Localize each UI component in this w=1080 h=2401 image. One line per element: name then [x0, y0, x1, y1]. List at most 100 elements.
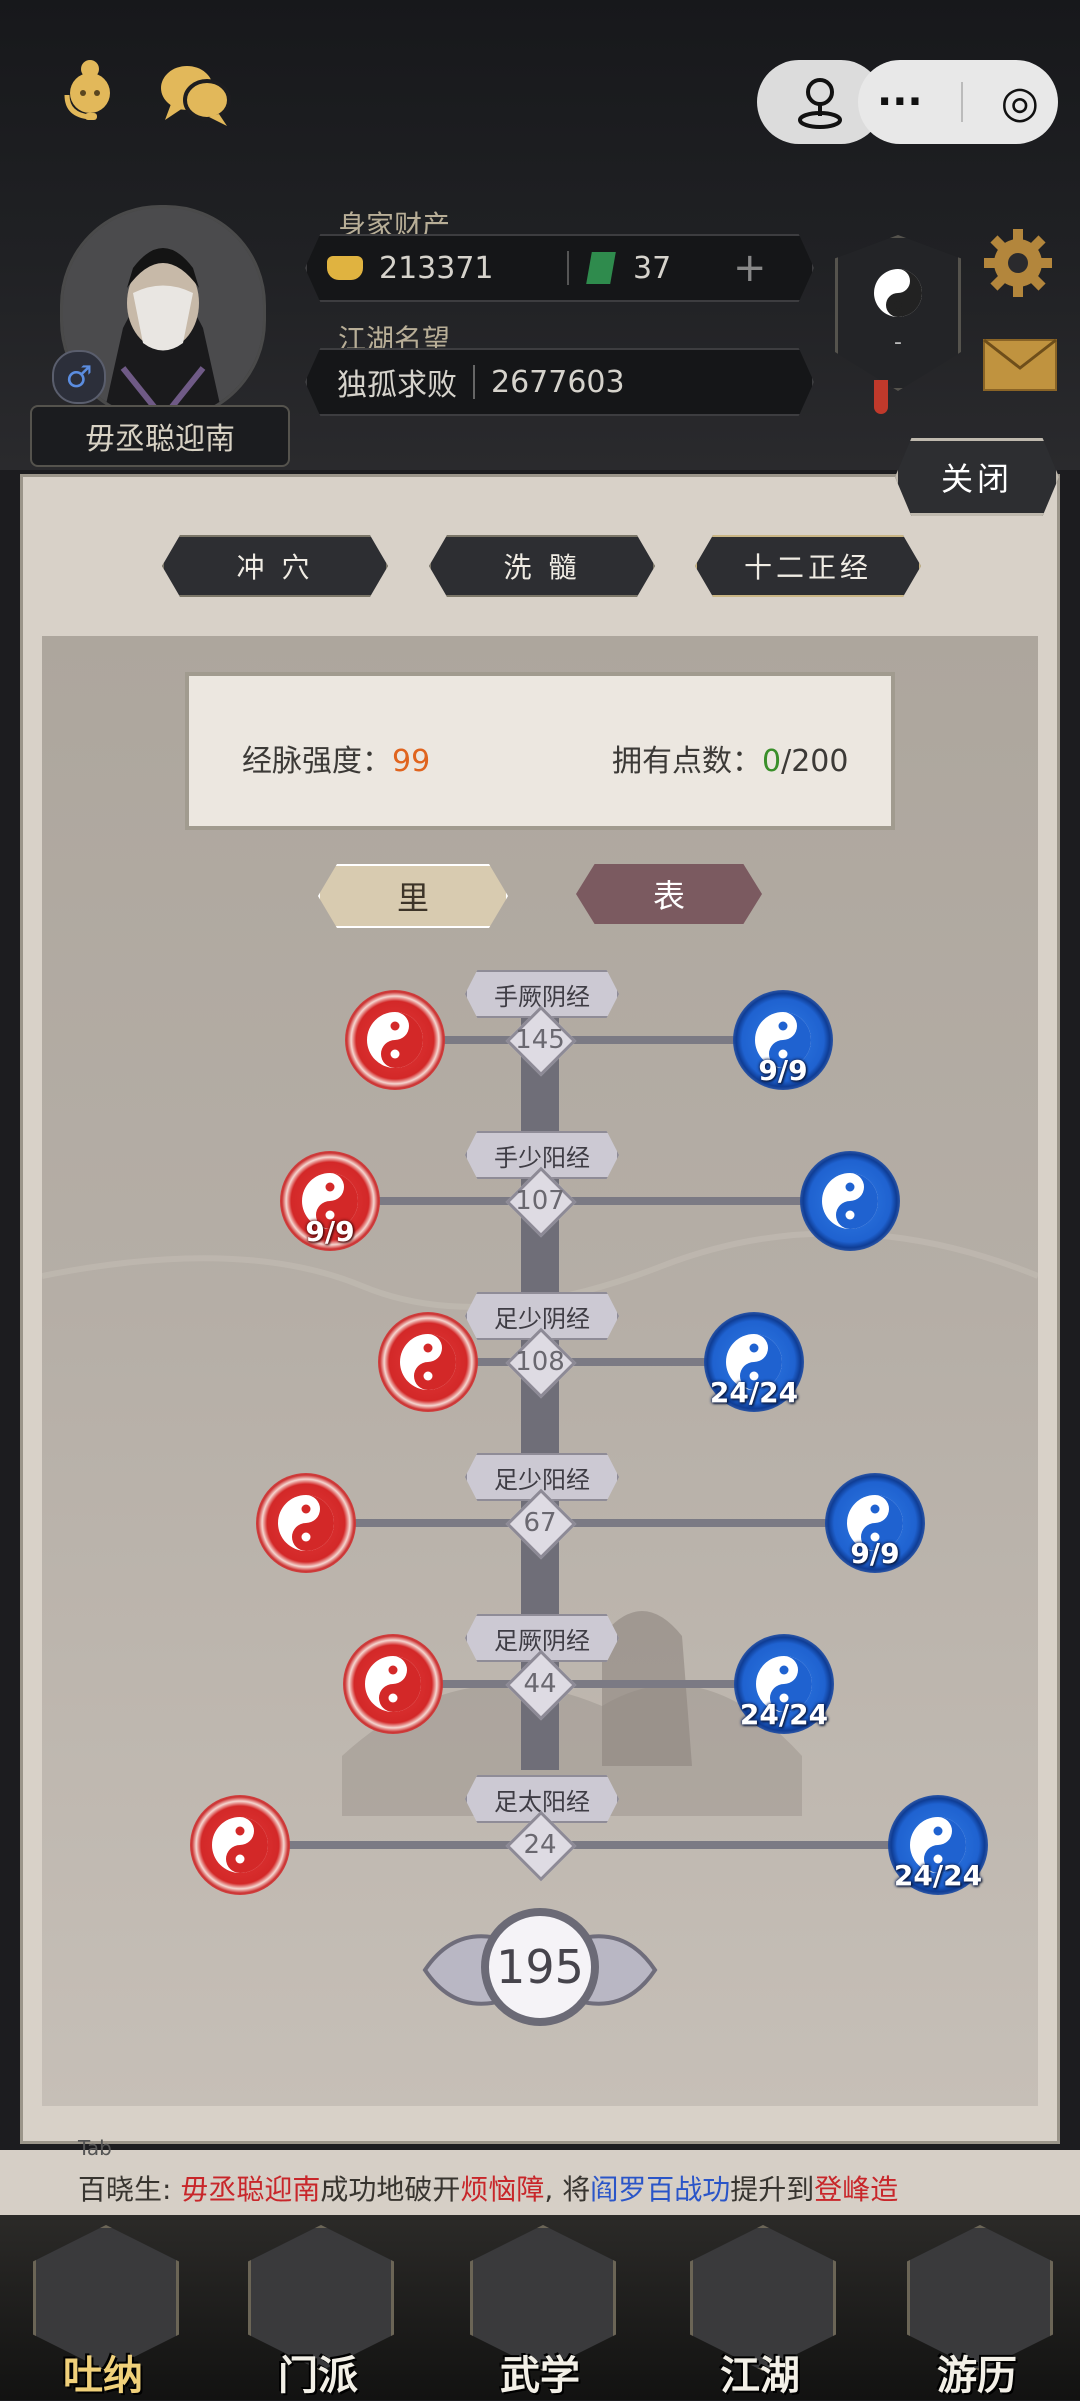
- yin-node[interactable]: [378, 1312, 478, 1412]
- tab-twelve-meridians[interactable]: 十二正经: [695, 535, 921, 597]
- world-news-ticker[interactable]: Tab 百晓生: 毋丞聪迎南成功地破开烦恼障, 将阎罗百战功提升到登峰造: [0, 2136, 1080, 2220]
- nav-sect[interactable]: 门派: [243, 2225, 394, 2399]
- yang-node[interactable]: 24/24: [734, 1634, 834, 1734]
- nav-label-sect: 门派: [278, 2352, 358, 2399]
- yang-node[interactable]: [800, 1151, 900, 1251]
- record-button[interactable]: ◎: [1000, 76, 1039, 128]
- meridian-connector-line: [393, 1680, 784, 1688]
- yin-node[interactable]: 9/9: [280, 1151, 380, 1251]
- meridian-connector-line: [428, 1358, 754, 1366]
- more-menu-button[interactable]: ···: [877, 79, 923, 125]
- yin-node[interactable]: [256, 1473, 356, 1573]
- yang-node-count: 9/9: [758, 1054, 808, 1087]
- yin-node[interactable]: [345, 990, 445, 1090]
- news-line: 百晓生: 毋丞聪迎南成功地破开烦恼障, 将阎罗百战功提升到登峰造: [78, 2168, 898, 2208]
- meridian-connector-line: [395, 1036, 783, 1044]
- yang-node[interactable]: 24/24: [888, 1795, 988, 1895]
- nav-jianghu[interactable]: 江湖: [685, 2225, 836, 2399]
- meridian-connector-line: [330, 1197, 850, 1205]
- yang-node-count: 24/24: [739, 1698, 829, 1731]
- gender-icon: ♂: [52, 350, 106, 404]
- capsule-divider: [960, 82, 963, 122]
- strength-value: 99: [392, 744, 431, 779]
- add-currency-button[interactable]: +: [733, 245, 767, 291]
- yin-yang-icon: [278, 1495, 334, 1551]
- meridian-value-diamond: 24: [508, 1813, 572, 1877]
- nav-label-tuna: 吐纳: [63, 2352, 143, 2399]
- yang-node[interactable]: 9/9: [825, 1473, 925, 1573]
- yin-node[interactable]: [190, 1795, 290, 1895]
- total-meridian-value: 195: [481, 1908, 599, 2026]
- mail-icon[interactable]: [982, 338, 1058, 396]
- bottom-navigation: 吐纳 门派 武学 江湖 游历: [0, 2215, 1080, 2400]
- meridian-value: 108: [515, 1347, 565, 1377]
- close-button[interactable]: 关闭: [895, 438, 1059, 516]
- news-level: 登峰造: [814, 2173, 899, 2206]
- reputation-title: 独孤求败: [337, 368, 457, 403]
- yin-yang-icon: [212, 1817, 268, 1873]
- wealth-divider: [567, 251, 569, 285]
- points-label: 拥有点数：: [612, 744, 762, 779]
- nav-label-martial: 武学: [500, 2352, 580, 2399]
- strength-label: 经脉强度：: [242, 744, 392, 779]
- meridian-value: 67: [523, 1508, 557, 1538]
- sect-emblem[interactable]: -: [835, 235, 961, 391]
- yin-yang-icon: [822, 1173, 878, 1229]
- tab-marrow[interactable]: 洗 髓: [429, 535, 655, 597]
- yin-yang-icon: [400, 1334, 456, 1390]
- news-skill: 阎罗百战功: [590, 2173, 731, 2206]
- customer-service-icon[interactable]: [52, 52, 128, 128]
- yang-node[interactable]: 9/9: [733, 990, 833, 1090]
- meridian-connector-line: [306, 1519, 875, 1527]
- news-partial-text: Tab: [78, 2136, 112, 2160]
- yin-yang-icon: [755, 1012, 811, 1068]
- chat-icon[interactable]: [157, 57, 233, 133]
- wealth-bar: 213371 37 +: [305, 234, 814, 302]
- meridian-value: 145: [515, 1025, 565, 1055]
- yin-node[interactable]: [343, 1634, 443, 1734]
- meridian-value: 44: [523, 1669, 557, 1699]
- jade-value: 37: [633, 250, 672, 286]
- yang-node[interactable]: 24/24: [704, 1312, 804, 1412]
- yin-yang-icon: [847, 1495, 903, 1551]
- profile-capsule-button[interactable]: [757, 60, 883, 144]
- emblem-text: -: [894, 330, 902, 355]
- nav-martial[interactable]: 武学: [465, 2225, 616, 2399]
- nav-label-travel: 游历: [937, 2352, 1017, 2399]
- gold-value: 213371: [379, 250, 494, 286]
- yin-yang-icon: [367, 1012, 423, 1068]
- reputation-bar: 独孤求败 2677603: [305, 348, 814, 416]
- nav-tuna[interactable]: 吐纳: [28, 2225, 179, 2399]
- meridian-value-diamond: 107: [508, 1169, 572, 1233]
- gear-icon[interactable]: [980, 225, 1056, 305]
- tab-acupoint[interactable]: 冲 穴: [162, 535, 388, 597]
- yin-yang-icon: [756, 1656, 812, 1712]
- yin-yang-icon: [302, 1173, 358, 1229]
- news-text-1: 成功地破开: [320, 2173, 461, 2206]
- meridian-value: 107: [515, 1186, 565, 1216]
- news-item: 烦恼障: [460, 2173, 545, 2206]
- points-total: /200: [781, 744, 849, 779]
- yang-node-count: 24/24: [893, 1859, 983, 1892]
- inner-toggle-button[interactable]: 里: [318, 864, 508, 928]
- meridian-info-box: 经脉强度：99 拥有点数：0/200: [185, 672, 895, 830]
- emblem-tassel: [874, 380, 888, 414]
- reputation-value: 2677603: [491, 364, 625, 400]
- yin-yang-icon: [726, 1334, 782, 1390]
- nav-travel[interactable]: 游历: [902, 2225, 1053, 2399]
- outer-toggle-button[interactable]: 表: [576, 864, 762, 924]
- user-pin-icon: [798, 78, 842, 129]
- player-name[interactable]: 毋丞聪迎南: [30, 405, 290, 467]
- meridian-value-diamond: 108: [508, 1330, 572, 1394]
- meridian-value-diamond: 145: [508, 1008, 572, 1072]
- total-meridian-badge: 195: [415, 1905, 665, 2035]
- points-value: 0: [762, 744, 782, 779]
- meridian-value-diamond: 44: [508, 1652, 572, 1716]
- nav-label-jianghu: 江湖: [720, 2352, 800, 2399]
- yang-node-count: 9/9: [850, 1537, 900, 1570]
- yin-node-count: 9/9: [305, 1215, 355, 1248]
- news-speaker: 百晓生:: [78, 2173, 172, 2206]
- meridian-value-diamond: 67: [508, 1491, 572, 1555]
- mini-program-capsule[interactable]: ··· ◎: [858, 60, 1058, 144]
- yin-yang-icon: [910, 1817, 966, 1873]
